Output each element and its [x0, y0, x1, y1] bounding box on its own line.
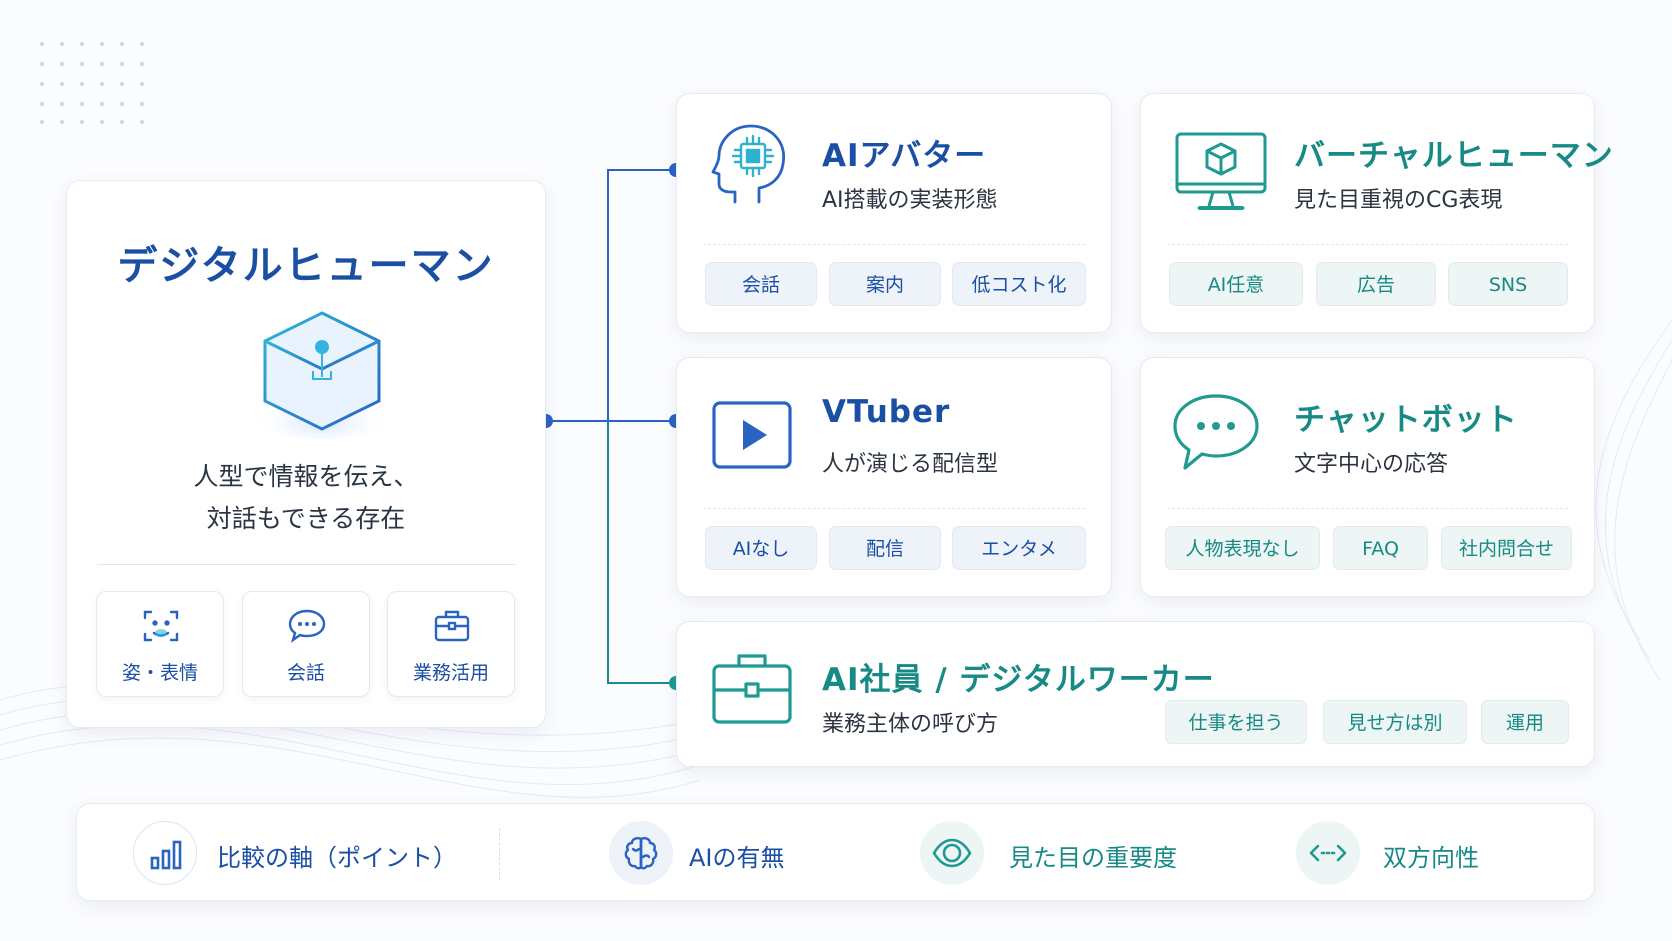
category-subtitle: 文字中心の応答	[1294, 452, 1449, 477]
divider	[97, 564, 515, 565]
ai-head-chip-icon	[711, 124, 786, 204]
divider	[1167, 508, 1568, 509]
category-title: チャットボット	[1294, 402, 1518, 438]
tag: AIなし	[705, 526, 817, 570]
tag: 社内問合せ	[1441, 526, 1572, 570]
category-subtitle: 見た目重視のCG表現	[1294, 188, 1503, 213]
tag: FAQ	[1333, 526, 1428, 570]
tag: SNS	[1448, 262, 1568, 306]
tag: 見せ方は別	[1323, 700, 1467, 744]
tag: エンタメ	[952, 526, 1086, 570]
legend-icon-badge	[1296, 821, 1360, 885]
category-card-vtuber: VTuber 人が演じる配信型 AIなし 配信 エンタメ	[676, 357, 1112, 597]
chart-icon-badge	[133, 821, 197, 885]
divider	[703, 508, 1085, 509]
chat-bubble-icon	[288, 609, 326, 643]
divider	[499, 828, 500, 880]
tag: 運用	[1481, 700, 1569, 744]
briefcase-icon	[712, 654, 792, 724]
legend-heading: 比較の軸（ポイント）	[217, 844, 457, 872]
brain-icon	[624, 837, 658, 870]
legend-icon-badge	[920, 821, 984, 885]
tag: 会話	[705, 262, 817, 306]
legend-label: 双方向性	[1383, 844, 1479, 872]
tag: 案内	[829, 262, 941, 306]
category-card-chatbot: チャットボット 文字中心の応答 人物表現なし FAQ 社内問合せ	[1140, 357, 1595, 597]
face-scan-icon	[143, 610, 179, 642]
chat-dots-icon	[1173, 394, 1259, 470]
feature-label: 会話	[286, 662, 325, 684]
monitor-cube-icon	[1175, 132, 1267, 210]
main-description-line-1: 人型で情報を伝え、	[193, 462, 419, 491]
category-title: バーチャルヒューマン	[1294, 138, 1614, 174]
category-card-virtual-human: バーチャルヒューマン 見た目重視のCG表現 AI任意 広告 SNS	[1140, 93, 1613, 333]
category-card-ai-employee: AI社員 / デジタルワーカー 業務主体の呼び方 仕事を担う 見せ方は別 運用	[676, 621, 1595, 767]
legend-label: 見た目の重要度	[1009, 844, 1177, 872]
category-title: AI社員 / デジタルワーカー	[822, 662, 1215, 698]
bar-chart-icon	[150, 840, 182, 870]
tag: AI任意	[1169, 262, 1303, 306]
tag: 配信	[829, 526, 941, 570]
bidirectional-arrows-icon	[1309, 844, 1347, 862]
feature-tile-appearance: 姿・表情	[96, 591, 224, 697]
category-subtitle: AI搭載の実装形態	[822, 188, 998, 213]
feature-label: 業務活用	[412, 662, 489, 684]
legend-icon-badge	[609, 821, 673, 885]
cube-hologram-icon	[250, 311, 394, 439]
tag: 仕事を担う	[1165, 700, 1307, 744]
category-card-ai-avatar: AIアバター AI搭載の実装形態 会話 案内 低コスト化	[676, 93, 1112, 333]
tag: 低コスト化	[952, 262, 1086, 306]
tag: 広告	[1316, 262, 1436, 306]
tag: 人物表現なし	[1165, 526, 1320, 570]
category-subtitle: 業務主体の呼び方	[822, 712, 999, 737]
divider	[703, 244, 1085, 245]
feature-tile-conversation: 会話	[242, 591, 370, 697]
category-title: AIアバター	[822, 138, 987, 174]
feature-tile-business: 業務活用	[387, 591, 515, 697]
comparison-axes-bar: 比較の軸（ポイント） AIの有無 見た目の重要度	[76, 803, 1595, 901]
feature-label: 姿・表情	[121, 662, 198, 684]
briefcase-icon	[434, 610, 470, 642]
dot-grid-decoration	[40, 42, 144, 124]
category-title: VTuber	[822, 394, 951, 430]
page-title: デジタルヒューマン	[117, 243, 495, 289]
category-subtitle: 人が演じる配信型	[822, 452, 999, 477]
play-button-icon	[712, 401, 792, 469]
eye-icon	[932, 838, 972, 868]
main-description-line-2: 対話もできる存在	[206, 504, 406, 533]
divider	[1167, 244, 1568, 245]
digital-human-card: デジタルヒューマン 人型で情報を伝え、 対話もできる存在	[66, 180, 546, 728]
legend-label: AIの有無	[689, 844, 785, 872]
